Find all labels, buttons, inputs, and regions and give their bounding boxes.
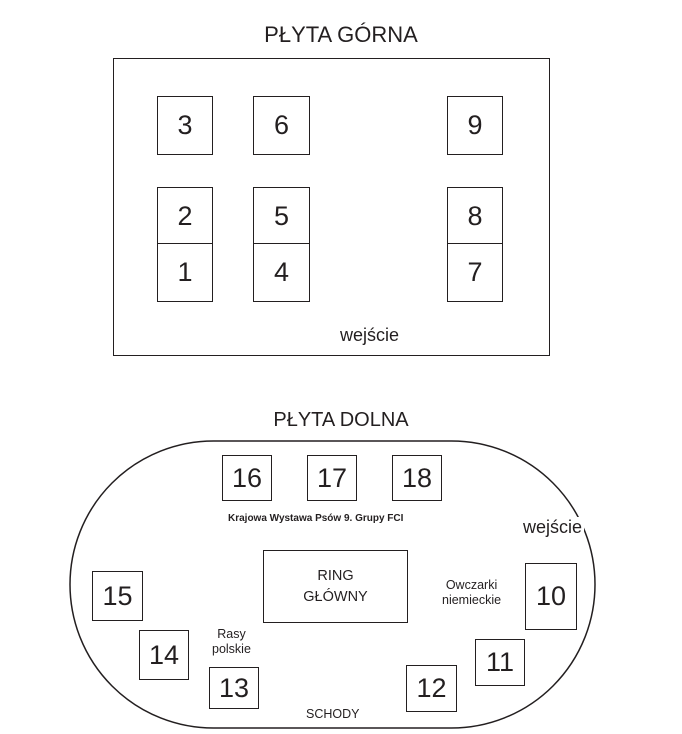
- ring-14[interactable]: 14: [139, 630, 189, 680]
- lower-plate-title: PŁYTA DOLNA: [273, 409, 409, 431]
- lower-entrance-label: wejście: [521, 517, 585, 538]
- polish-breeds-label: Rasy polskie: [212, 627, 251, 657]
- german-shepherds-label: Owczarki niemieckie: [442, 578, 501, 608]
- ring-1[interactable]: 1: [157, 243, 213, 302]
- ring-5[interactable]: 5: [253, 187, 310, 245]
- ring-4[interactable]: 4: [253, 243, 310, 302]
- ring-7[interactable]: 7: [447, 243, 503, 302]
- ring-16[interactable]: 16: [222, 455, 272, 501]
- polish-breeds-line2: polskie: [212, 642, 251, 656]
- upper-plate: [113, 58, 550, 356]
- ring-18[interactable]: 18: [392, 455, 442, 501]
- german-shepherds-line1: Owczarki: [445, 578, 498, 592]
- ring-8[interactable]: 8: [447, 187, 503, 245]
- german-shepherds-line2: niemieckie: [442, 593, 502, 607]
- ring-6[interactable]: 6: [253, 96, 310, 155]
- fci-exhibition-label: Krajowa Wystawa Psów 9. Grupy FCI: [228, 513, 404, 524]
- main-ring-line1: RING: [317, 567, 354, 584]
- upper-plate-title: PŁYTA GÓRNA: [264, 22, 418, 47]
- ring-11[interactable]: 11: [475, 639, 525, 686]
- ring-15[interactable]: 15: [92, 571, 143, 621]
- polish-breeds-line1: Rasy: [217, 627, 246, 641]
- ring-13[interactable]: 13: [209, 667, 259, 709]
- ring-17[interactable]: 17: [307, 455, 357, 501]
- main-ring-line2: GŁÓWNY: [303, 588, 368, 605]
- ring-12[interactable]: 12: [406, 665, 457, 712]
- stairs-label: SCHODY: [306, 707, 360, 721]
- ring-10[interactable]: 10: [525, 563, 577, 630]
- ring-3[interactable]: 3: [157, 96, 213, 155]
- upper-entrance-label: wejście: [340, 325, 400, 345]
- main-ring[interactable]: RING GŁÓWNY: [263, 550, 408, 623]
- ring-9[interactable]: 9: [447, 96, 503, 155]
